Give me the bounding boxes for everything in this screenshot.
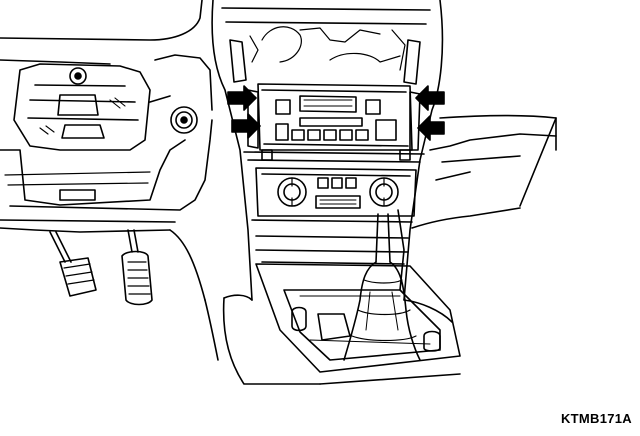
climate-control-panel <box>255 167 417 217</box>
figure-code-label: KTMB171A <box>560 411 632 426</box>
radio-unit <box>247 83 421 151</box>
gear-shift-lever <box>343 213 421 361</box>
center-console <box>211 0 461 373</box>
pedals <box>49 229 153 306</box>
lower-dashboard-left <box>0 0 213 301</box>
passenger-dashboard <box>403 114 557 323</box>
floor-and-seat-contour <box>204 294 461 385</box>
removal-arrows <box>227 85 445 141</box>
